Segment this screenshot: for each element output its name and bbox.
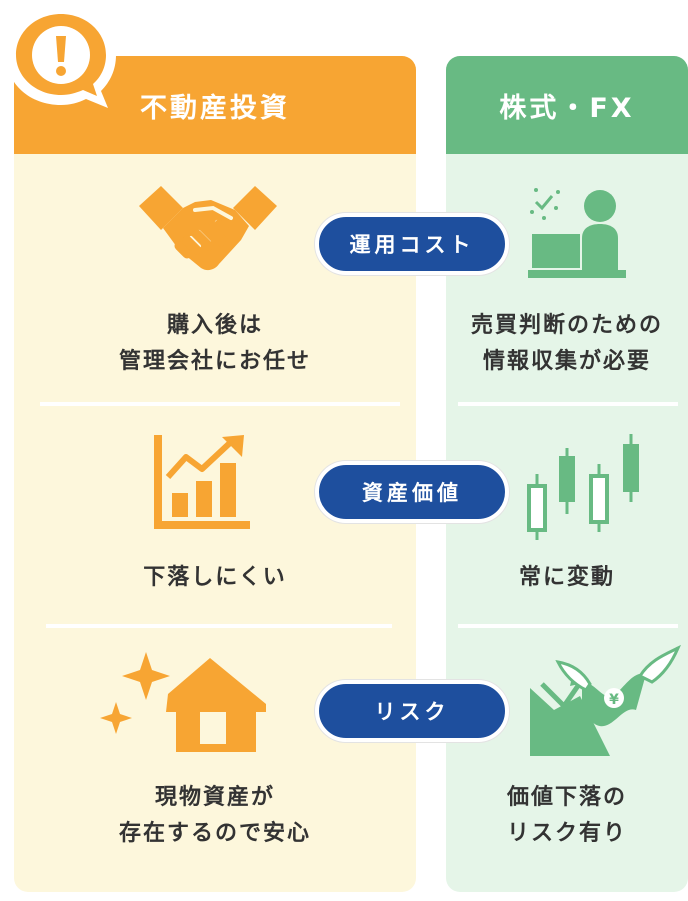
person-at-computer-icon xyxy=(528,188,626,278)
left-separator-1 xyxy=(40,402,400,406)
flying-money-falling-graph-icon: ¥ xyxy=(530,644,681,756)
comparison-operating-cost: 運用コスト xyxy=(315,213,509,275)
stocks-fx-title: 株式・FX xyxy=(499,92,635,124)
candlestick-chart-icon xyxy=(527,434,639,540)
svg-text:¥: ¥ xyxy=(609,692,619,708)
real-estate-item-1-text: 購入後は 管理会社にお任せ xyxy=(118,313,311,374)
house-sparkle-icon xyxy=(100,652,266,752)
stocks-fx-item-1-text: 売買判断のための 情報収集が必要 xyxy=(470,313,663,374)
real-estate-item-2-text: 下落しにくい xyxy=(143,565,287,590)
stocks-fx-item-3-text: 価値下落の リスク有り xyxy=(506,785,627,846)
left-separator-2 xyxy=(46,624,392,628)
right-separator-1 xyxy=(458,402,678,406)
stocks-fx-header: 株式・FX xyxy=(446,56,688,154)
right-separator-2 xyxy=(458,624,678,628)
handshake-icon xyxy=(139,186,277,271)
real-estate-title: 不動産投資 xyxy=(140,92,290,124)
rising-bar-chart-icon xyxy=(154,435,250,529)
stocks-fx-column: 株式・FX xyxy=(446,56,688,892)
stocks-fx-item-2-text: 常に変動 xyxy=(518,565,615,590)
comparison-asset-value: 資産価値 xyxy=(315,461,509,523)
comparison-risk: リスク xyxy=(315,680,509,742)
real-estate-item-3-text: 現物資産が 存在するので安心 xyxy=(118,785,311,846)
exclamation-speech-bubble-icon xyxy=(6,4,116,108)
